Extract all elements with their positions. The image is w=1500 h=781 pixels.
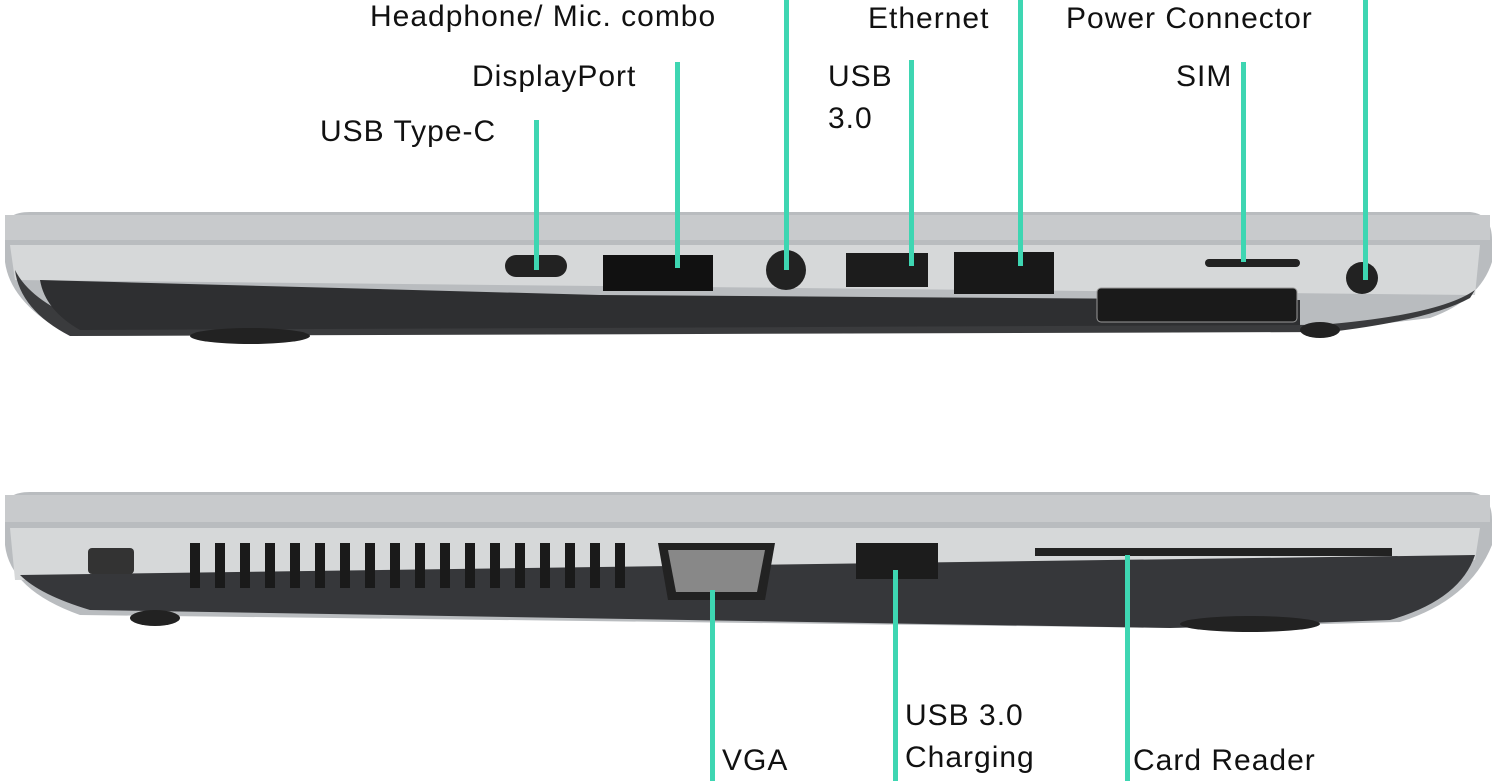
- usb-charging-label-line2: Charging: [905, 741, 1035, 774]
- lock-slot: [88, 548, 134, 574]
- ethernet-label: Ethernet: [868, 2, 990, 35]
- vent-grille: [190, 543, 625, 588]
- sim-slot: [1205, 259, 1300, 267]
- sim-label: SIM: [1176, 60, 1233, 93]
- card-reader-label: Card Reader: [1133, 744, 1316, 777]
- dock-connector: [1096, 287, 1298, 323]
- headphone-jack: [766, 250, 806, 290]
- sim-callout-line: [1241, 62, 1246, 262]
- power-label: Power Connector: [1066, 2, 1313, 35]
- power-callout-line: [1363, 0, 1368, 280]
- usb-charging-callout-line: [893, 570, 898, 781]
- usb3-label-line1: USB: [828, 60, 893, 93]
- usb-c-label: USB Type-C: [320, 115, 497, 148]
- usb-charging-label-line1: USB 3.0: [905, 699, 1024, 732]
- power-connector: [1346, 262, 1378, 294]
- usb3-port: [846, 253, 928, 287]
- displayport-port: [603, 255, 713, 291]
- laptop-right-side: [5, 212, 1492, 344]
- displayport-label: DisplayPort: [472, 60, 637, 93]
- vga-label: VGA: [722, 744, 789, 777]
- headphone-label: Headphone/ Mic. combo: [370, 0, 717, 33]
- displayport-callout-line: [675, 62, 680, 268]
- ethernet-port: [954, 252, 1054, 294]
- usb-c-callout-line: [534, 120, 539, 270]
- ethernet-callout-line: [1018, 0, 1023, 266]
- headphone-callout-line: [784, 0, 789, 270]
- usb3-label: USB 3.0: [828, 56, 893, 140]
- usb3-label-line2: 3.0: [828, 102, 873, 135]
- card-reader-callout-line: [1125, 555, 1130, 781]
- vga-callout-line: [710, 590, 715, 781]
- laptop-left-side: [5, 492, 1492, 632]
- card-reader-slot: [1035, 548, 1392, 556]
- usb3-callout-line: [909, 60, 914, 266]
